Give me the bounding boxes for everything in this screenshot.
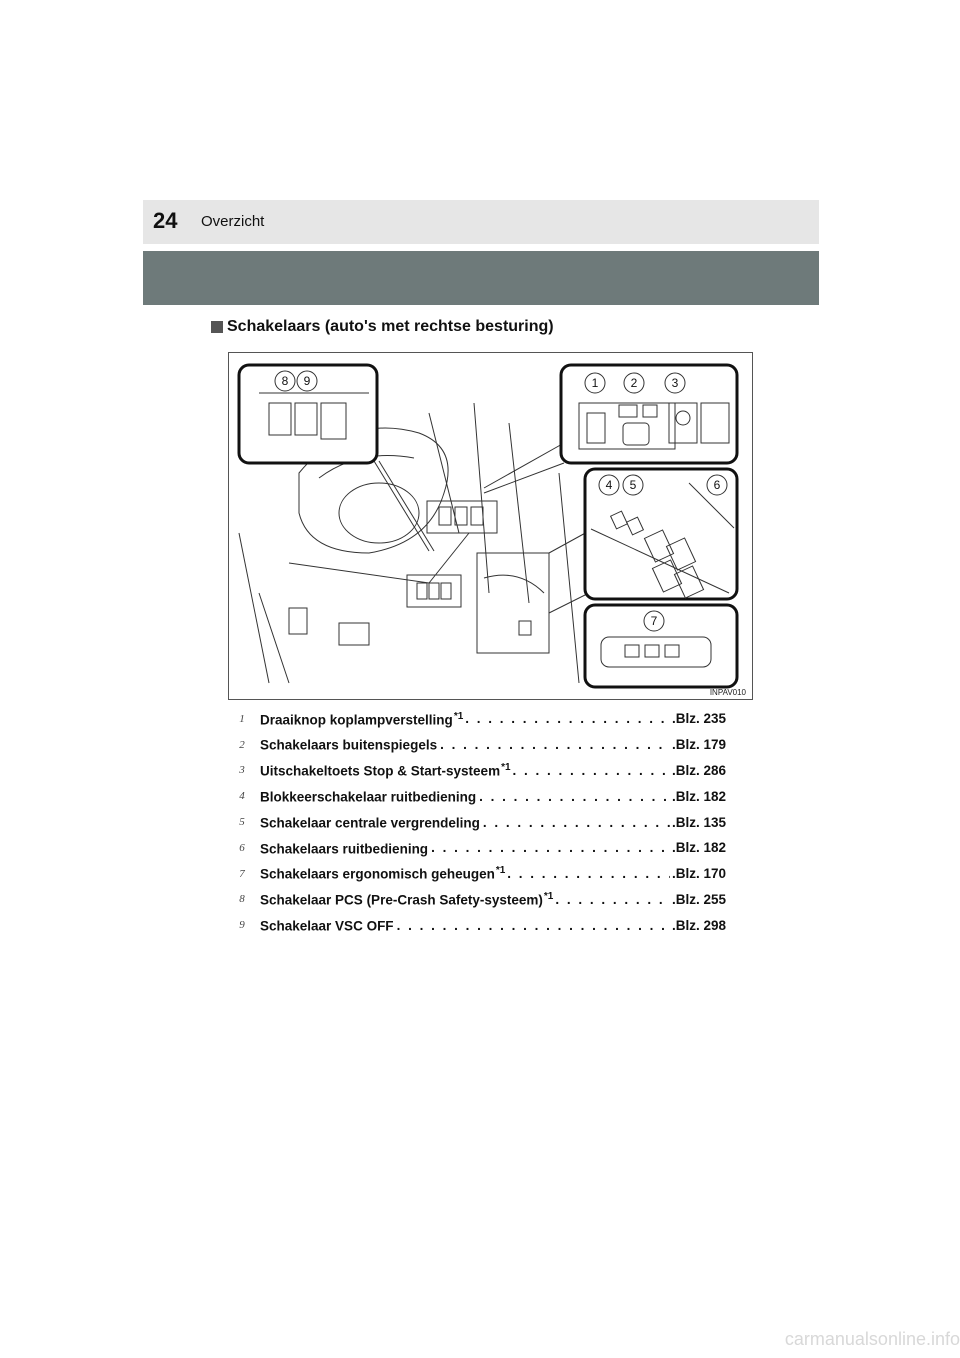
page-reference[interactable]: .Blz. 286: [671, 762, 726, 778]
item-label: Schakelaar centrale vergrendeling: [260, 815, 480, 831]
item-label: Schakelaar VSC OFF: [260, 918, 394, 934]
callout-6: 6: [714, 478, 721, 492]
page-number: 24: [153, 208, 178, 233]
footnote-marker: *1: [543, 891, 554, 903]
footnote-marker: *1: [453, 710, 464, 722]
leader-dots: . . . . . . . . . . . . . . . . . . . . …: [396, 917, 670, 933]
item-number: 4: [239, 790, 245, 803]
leader-dots: . . . . . . . . . . . . . . . . . . . . …: [431, 840, 670, 856]
list-item: 8 Schakelaar PCS (Pre-Crash Safety-systee…: [236, 887, 726, 913]
page-reference[interactable]: .Blz. 298: [671, 917, 726, 933]
item-label: Draaiknop koplampverstelling*1: [260, 710, 464, 728]
page-reference[interactable]: .Blz. 135: [671, 814, 726, 830]
page-reference[interactable]: .Blz. 235: [671, 711, 726, 727]
list-item: 7 Schakelaars ergonomisch geheugen*1 . . …: [236, 861, 726, 887]
page-header: 24 Overzicht: [143, 200, 819, 244]
leader-dots: . . . . . . . . . . . . . . . . . . . . …: [482, 814, 670, 830]
page-reference[interactable]: .Blz. 255: [671, 891, 726, 907]
callout-1: 1: [592, 376, 599, 390]
header-band: [143, 251, 819, 305]
callout-9: 9: [304, 374, 311, 388]
dashboard-drawing: 8 9 1 2 3 4 5 6 7: [237, 363, 739, 689]
leader-dots: . . . . . . . . . . . . . . . . . . . .: [512, 762, 670, 778]
list-item: 4 Blokkeerschakelaar ruitbediening . . . …: [236, 783, 726, 809]
leader-dots: . . . . . . . . . . . . . . . . . . . . …: [440, 737, 670, 753]
page-reference[interactable]: .Blz. 170: [671, 866, 726, 882]
footnote-marker: *1: [501, 762, 511, 774]
leader-dots: . . . . . . . . . . . .: [555, 891, 670, 907]
list-item: 6 Schakelaars ruitbediening . . . . . . .…: [236, 835, 726, 861]
switches-illustration: 8 9 1 2 3 4 5 6 7 INPAV010: [228, 352, 753, 700]
page-reference[interactable]: .Blz. 179: [671, 737, 726, 753]
list-item: 5 Schakelaar centrale vergrendeling . . .…: [236, 809, 726, 835]
switch-list: 1 Draaiknop koplampverstelling*1 . . . . …: [236, 706, 726, 938]
callout-5: 5: [630, 478, 637, 492]
item-label: Blokkeerschakelaar ruitbediening: [260, 789, 477, 805]
item-number: 6: [239, 841, 245, 854]
item-label: Schakelaars ruitbediening: [260, 841, 429, 857]
callout-8: 8: [282, 374, 289, 388]
list-item: 9 Schakelaar VSC OFF . . . . . . . . . . …: [236, 912, 726, 938]
item-label: Schakelaars ergonomisch geheugen*1: [260, 865, 506, 882]
item-label: Uitschakeltoets Stop & Start-systeem*1: [260, 762, 511, 779]
item-number: 9: [239, 919, 245, 932]
list-item: 1 Draaiknop koplampverstelling*1 . . . . …: [236, 706, 726, 732]
callout-4: 4: [606, 478, 613, 492]
item-number: 1: [239, 712, 245, 725]
callout-7: 7: [651, 614, 658, 628]
item-number: 5: [239, 816, 245, 829]
leader-dots: . . . . . . . . . . . . . . . . . . . . …: [465, 711, 670, 727]
item-number: 7: [239, 867, 245, 880]
list-item: 2 Schakelaars buitenspiegels . . . . . . …: [236, 732, 726, 758]
item-number: 3: [239, 764, 245, 777]
footnote-marker: *1: [495, 865, 506, 877]
heading-text: Schakelaars (auto's met rechtse besturin…: [227, 318, 554, 335]
section-heading: Schakelaars (auto's met rechtse besturin…: [211, 318, 554, 336]
callout-2: 2: [631, 376, 638, 390]
figure-code: INPAV010: [709, 688, 746, 697]
leader-dots: . . . . . . . . . . . . . . . . . . . .: [507, 866, 670, 882]
watermark: carmanualsonline.info: [784, 1329, 960, 1349]
item-number: 8: [239, 893, 245, 906]
page-reference[interactable]: .Blz. 182: [671, 840, 726, 856]
bullet-square-icon: [211, 321, 223, 333]
leader-dots: . . . . . . . . . . . . . . . . . . . . …: [479, 788, 670, 804]
section-title: Overzicht: [201, 213, 265, 230]
item-number: 2: [239, 738, 245, 751]
page-reference[interactable]: .Blz. 182: [671, 788, 726, 804]
item-label: Schakelaars buitenspiegels: [260, 737, 438, 753]
callout-3: 3: [672, 376, 679, 390]
item-label: Schakelaar PCS (Pre-Crash Safety-systeem…: [260, 891, 554, 908]
